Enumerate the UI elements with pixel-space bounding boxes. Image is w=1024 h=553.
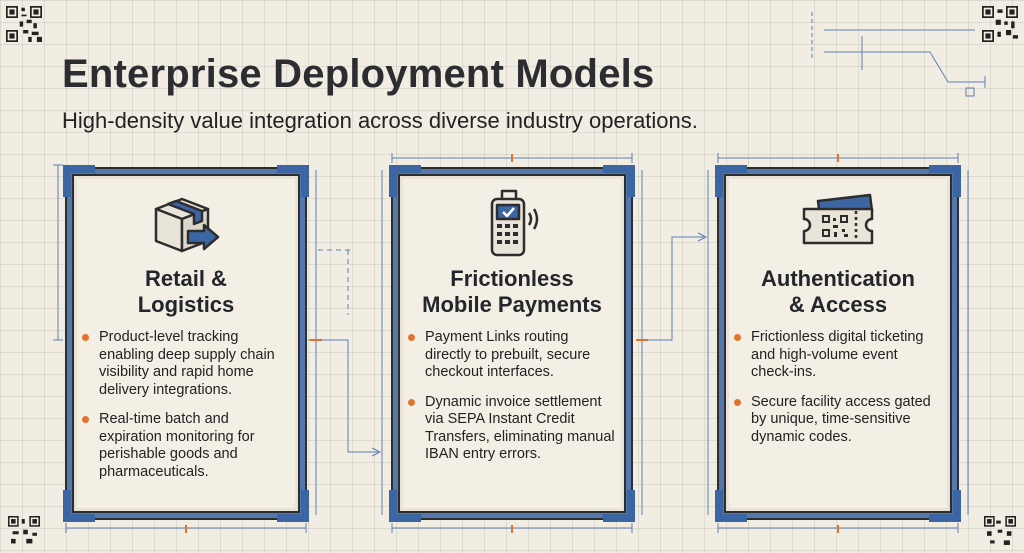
list-item: Product-level tracking enabling deep sup… xyxy=(82,329,289,399)
list-item: Dynamic invoice settlement via SEPA Inst… xyxy=(408,394,615,464)
card-title: Retail &Logistics xyxy=(137,266,235,317)
corner-bracket xyxy=(63,490,95,522)
corner-bracket xyxy=(389,165,421,197)
corner-bracket xyxy=(277,490,309,522)
page-subtitle: High-density value integration across di… xyxy=(62,108,698,133)
bullet-list: Payment Links routing directly to prebui… xyxy=(408,329,615,476)
bullet-dot-icon xyxy=(408,398,415,406)
qr-ticket-icon xyxy=(798,187,878,257)
corner-bracket xyxy=(929,490,961,522)
corner-bracket xyxy=(277,165,309,197)
card-title: Authentication& Access xyxy=(761,266,915,317)
package-box-icon xyxy=(146,187,226,257)
corner-bracket xyxy=(929,165,961,197)
list-item: Real-time batch and expiration monitorin… xyxy=(82,411,289,481)
corner-bracket xyxy=(603,165,635,197)
card-retail-logistics: Retail &Logistics Product-level tracking… xyxy=(63,165,309,522)
bullet-dot-icon xyxy=(734,398,741,406)
qr-code-icon xyxy=(6,516,42,548)
qr-code-icon xyxy=(6,6,42,42)
list-item: Secure facility access gated by unique, … xyxy=(734,394,941,447)
corner-bracket xyxy=(715,490,747,522)
list-item: Payment Links routing directly to prebui… xyxy=(408,329,615,382)
qr-code-icon xyxy=(982,516,1018,548)
bullet-dot-icon xyxy=(408,334,415,341)
bullet-dot-icon xyxy=(82,416,89,423)
corner-bracket xyxy=(389,490,421,522)
bullet-dot-icon xyxy=(734,334,741,341)
payment-terminal-icon xyxy=(472,187,552,257)
corner-bracket xyxy=(63,165,95,197)
corner-bracket xyxy=(603,490,635,522)
qr-code-icon xyxy=(982,6,1018,42)
bullet-list: Product-level tracking enabling deep sup… xyxy=(82,329,289,493)
bullet-list: Frictionless digital ticketing and high-… xyxy=(734,329,941,458)
corner-bracket xyxy=(715,165,747,197)
bullet-dot-icon xyxy=(82,334,89,341)
page-title: Enterprise Deployment Models xyxy=(62,52,655,96)
card-authentication-access: Authentication& Access Frictionless digi… xyxy=(715,165,961,522)
list-item: Frictionless digital ticketing and high-… xyxy=(734,329,941,382)
